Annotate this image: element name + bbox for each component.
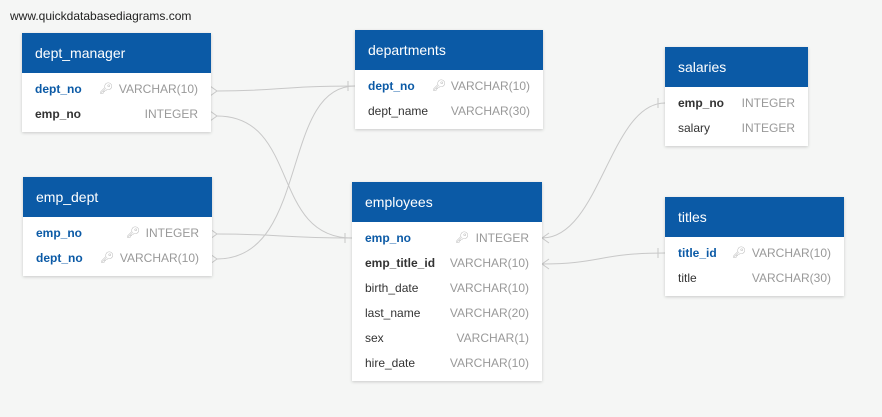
field-name: dept_name bbox=[368, 104, 429, 118]
table-title: emp_dept bbox=[23, 177, 212, 217]
field-row[interactable]: hire_date VARCHAR(10) bbox=[352, 351, 542, 376]
field-row[interactable]: emp_no INTEGER bbox=[22, 102, 211, 127]
field-row[interactable]: birth_date VARCHAR(10) bbox=[352, 276, 542, 301]
field-row[interactable]: sex VARCHAR(1) bbox=[352, 326, 542, 351]
table-title: employees bbox=[352, 182, 542, 222]
field-name: dept_no bbox=[36, 251, 83, 265]
field-type: INTEGER bbox=[475, 231, 529, 245]
field-name: birth_date bbox=[365, 281, 419, 295]
table-titles[interactable]: titles title_id 🔑︎ VARCHAR(10) title VAR… bbox=[665, 197, 844, 296]
field-name: hire_date bbox=[365, 356, 416, 370]
field-row[interactable]: dept_no 🔑︎ VARCHAR(10) bbox=[355, 74, 543, 99]
field-row[interactable]: emp_no 🔑︎ INTEGER bbox=[23, 221, 212, 246]
field-name: emp_title_id bbox=[365, 256, 436, 270]
watermark: www.quickdatabasediagrams.com bbox=[10, 9, 192, 23]
crowfoot-mark bbox=[541, 232, 550, 244]
link-deptmanager-departments bbox=[216, 85, 356, 92]
table-departments[interactable]: departments dept_no 🔑︎ VARCHAR(10) dept_… bbox=[355, 30, 543, 129]
field-name: emp_no bbox=[36, 226, 83, 240]
table-title: titles bbox=[665, 197, 844, 237]
field-row[interactable]: title VARCHAR(30) bbox=[665, 266, 844, 291]
field-name: emp_no bbox=[35, 107, 82, 121]
field-row[interactable]: dept_no 🔑︎ VARCHAR(10) bbox=[23, 246, 212, 271]
link-empdept-departments bbox=[216, 85, 356, 260]
link-employees-salaries bbox=[541, 102, 666, 239]
field-type: VARCHAR(10) bbox=[119, 251, 199, 265]
table-title: salaries bbox=[665, 47, 808, 87]
field-name: dept_no bbox=[35, 82, 82, 96]
crowfoot-mark bbox=[209, 85, 218, 97]
key-icon: 🔑︎ bbox=[100, 252, 114, 264]
table-dept-manager[interactable]: dept_manager dept_no 🔑︎ VARCHAR(10) emp_… bbox=[22, 33, 211, 132]
field-row[interactable]: emp_title_id VARCHAR(10) bbox=[352, 251, 542, 276]
link-employees-titles bbox=[541, 252, 666, 265]
table-salaries[interactable]: salaries emp_no INTEGER salary INTEGER bbox=[665, 47, 808, 146]
field-row[interactable]: emp_no INTEGER bbox=[665, 91, 808, 116]
table-employees[interactable]: employees emp_no 🔑︎ INTEGER emp_title_id… bbox=[352, 182, 542, 381]
field-type: INTEGER bbox=[145, 226, 199, 240]
key-icon: 🔑︎ bbox=[99, 83, 113, 95]
field-type: VARCHAR(20) bbox=[449, 306, 529, 320]
field-type: INTEGER bbox=[741, 121, 795, 135]
field-name: emp_no bbox=[365, 231, 412, 245]
field-type: INTEGER bbox=[144, 107, 198, 121]
field-name: salary bbox=[678, 121, 711, 135]
field-type: VARCHAR(10) bbox=[450, 79, 530, 93]
table-emp-dept[interactable]: emp_dept emp_no 🔑︎ INTEGER dept_no 🔑︎ VA… bbox=[23, 177, 212, 276]
field-type: VARCHAR(1) bbox=[456, 331, 529, 345]
link-deptmanager-employees bbox=[216, 115, 353, 239]
field-name: title_id bbox=[678, 246, 717, 260]
field-row[interactable]: dept_name VARCHAR(30) bbox=[355, 99, 543, 124]
field-type: VARCHAR(10) bbox=[449, 281, 529, 295]
key-icon: 🔑︎ bbox=[732, 247, 746, 259]
field-type: VARCHAR(30) bbox=[751, 271, 831, 285]
field-type: VARCHAR(10) bbox=[751, 246, 831, 260]
table-title: dept_manager bbox=[22, 33, 211, 73]
crowfoot-mark bbox=[541, 258, 550, 270]
field-row[interactable]: dept_no 🔑︎ VARCHAR(10) bbox=[22, 77, 211, 102]
field-type: INTEGER bbox=[741, 96, 795, 110]
field-type: VARCHAR(10) bbox=[449, 256, 529, 270]
field-name: title bbox=[678, 271, 697, 285]
field-type: VARCHAR(30) bbox=[450, 104, 530, 118]
key-icon: 🔑︎ bbox=[126, 227, 140, 239]
field-row[interactable]: salary INTEGER bbox=[665, 116, 808, 141]
key-icon: 🔑︎ bbox=[455, 232, 469, 244]
crowfoot-mark bbox=[209, 110, 218, 122]
field-name: dept_no bbox=[368, 79, 415, 93]
key-icon: 🔑︎ bbox=[432, 80, 446, 92]
table-title: departments bbox=[355, 30, 543, 70]
field-name: emp_no bbox=[678, 96, 725, 110]
field-type: VARCHAR(10) bbox=[118, 82, 198, 96]
field-type: VARCHAR(10) bbox=[449, 356, 529, 370]
field-name: sex bbox=[365, 331, 384, 345]
link-empdept-employees bbox=[216, 233, 353, 239]
field-name: last_name bbox=[365, 306, 421, 320]
field-row[interactable]: emp_no 🔑︎ INTEGER bbox=[352, 226, 542, 251]
field-row[interactable]: title_id 🔑︎ VARCHAR(10) bbox=[665, 241, 844, 266]
field-row[interactable]: last_name VARCHAR(20) bbox=[352, 301, 542, 326]
